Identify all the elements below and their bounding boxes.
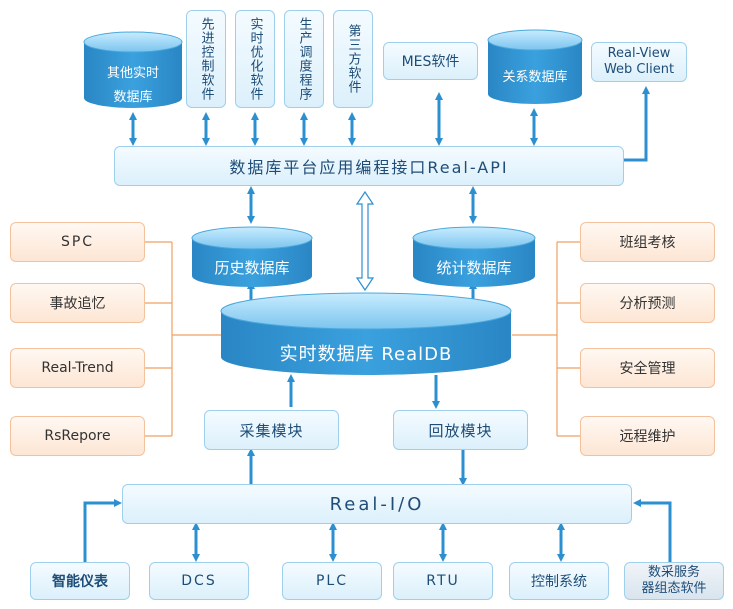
app-real-trend: Real-Trend: [10, 348, 145, 388]
real-api-bar: 数据库平台应用编程接口Real-API: [114, 146, 624, 186]
other-db-label: 其他实时 数据库: [106, 66, 159, 105]
app-analysis-forecast: 分析预测: [580, 283, 715, 323]
device-config-software: 数采服务 器组态软件: [624, 562, 724, 600]
device-dcs: DCS: [149, 562, 249, 600]
device-smart-meter: 智能仪表: [30, 562, 130, 600]
hollow-double-arrow: [355, 190, 375, 292]
app-safety-management: 安全管理: [580, 348, 715, 388]
app-rsrepore: RsRepore: [10, 416, 145, 456]
scheduling-box: 生产调度程序: [284, 10, 324, 108]
app-spc: SPC: [10, 222, 145, 262]
device-rtu: RTU: [393, 562, 493, 600]
collect-module: 采集模块: [204, 410, 339, 450]
stats-db-label: 统计数据库: [436, 259, 512, 277]
playback-module: 回放模块: [393, 410, 528, 450]
third-party-box: 第三方软件: [333, 10, 373, 108]
relational-db-label: 关系数据库: [502, 70, 568, 85]
device-control-system: 控制系统: [509, 562, 609, 600]
web-client-box: Real-View Web Client: [591, 42, 687, 82]
apc-box: 先进控制软件: [186, 10, 226, 108]
history-db-label: 历史数据库: [214, 259, 290, 277]
cylinder-realtime-db: [220, 292, 512, 375]
app-remote-maintenance: 远程维护: [580, 416, 715, 456]
arrow-web-client: [624, 86, 650, 162]
app-team-assessment: 班组考核: [580, 222, 715, 262]
device-plc: PLC: [282, 562, 382, 600]
mes-box: MES软件: [383, 42, 478, 80]
app-accident-recall: 事故追忆: [10, 283, 145, 323]
rto-box: 实时优化软件: [235, 10, 275, 108]
cylinder-history-db: [191, 226, 313, 287]
real-io-bar: Real-I/O: [122, 484, 632, 524]
cylinder-relational-db: [487, 29, 583, 104]
cylinder-stats-db: [412, 226, 536, 287]
cylinder-other-db: [83, 31, 183, 108]
realtime-db-label: 实时数据库 RealDB: [279, 344, 453, 365]
